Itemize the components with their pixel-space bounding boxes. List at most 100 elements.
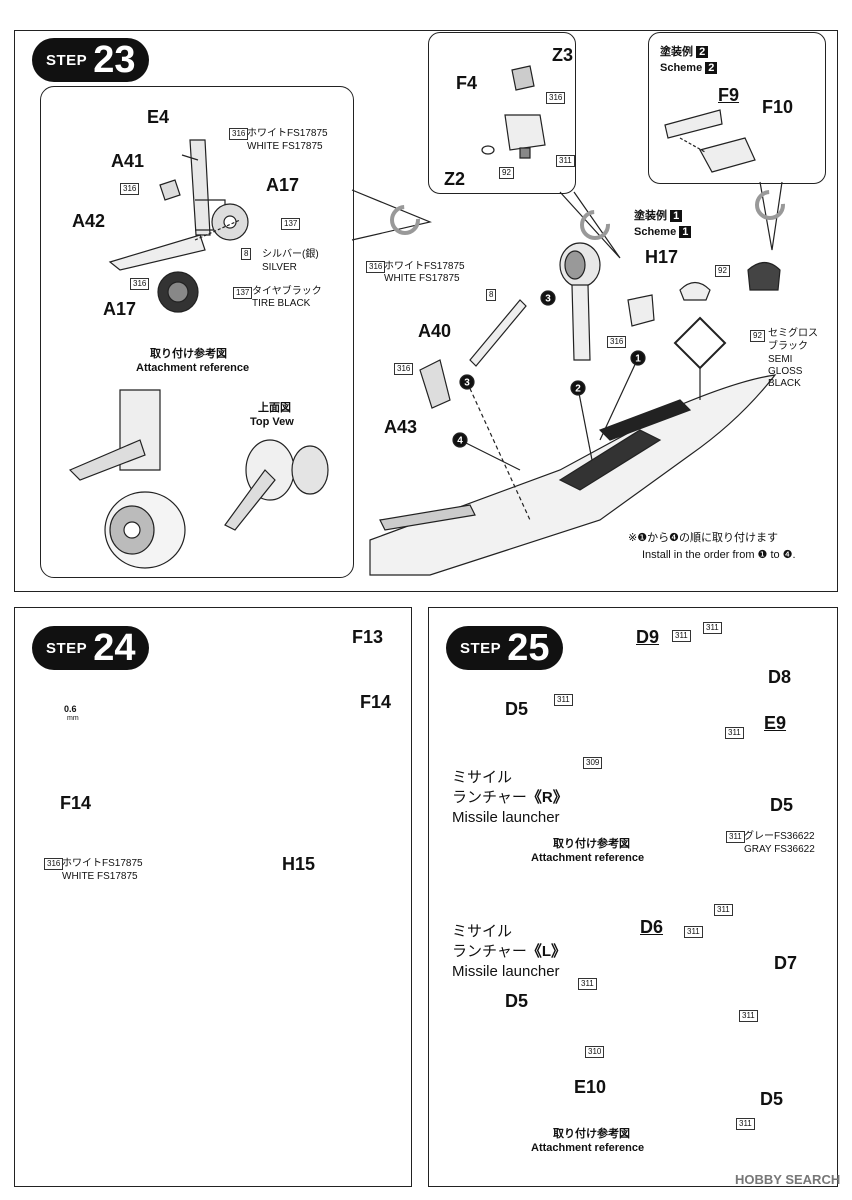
scheme1-jp: 塗装例 1	[634, 210, 683, 223]
paint-code-311: 311	[736, 1118, 755, 1130]
part-f13: F13	[352, 627, 384, 647]
semi-en2: GLOSS	[768, 366, 803, 377]
step24-word: STEP	[46, 639, 88, 657]
scheme2-en: Scheme 2	[660, 62, 718, 75]
top-view-jp: 上面図	[258, 402, 291, 414]
part-e4: E4	[147, 107, 170, 127]
part-a41: A41	[111, 151, 145, 171]
paint-code-137: 137	[281, 218, 301, 230]
step25-tab: STEP 25	[446, 626, 564, 670]
paint-code-309: 309	[583, 757, 603, 769]
paint-code-311: 311	[672, 630, 691, 642]
part-a40: A40	[418, 321, 452, 341]
part-z2: Z2	[444, 169, 466, 189]
part-f4: F4	[456, 73, 478, 93]
paint-code-311: 311	[684, 926, 703, 938]
silver-en: SILVER	[262, 262, 297, 273]
attach-ref-jp: 取り付け参考図	[150, 348, 227, 360]
part-a42: A42	[72, 211, 106, 231]
step23-number: 23	[93, 39, 136, 81]
scheme2-jp: 塗装例 2	[660, 46, 709, 59]
scheme1-num: 1	[670, 210, 683, 222]
step25-word: STEP	[460, 639, 502, 657]
step25-number: 25	[507, 627, 550, 669]
launcher-r-jp1: ミサイル	[452, 769, 513, 786]
part-d5-a: D5	[505, 699, 529, 719]
part-d6: D6	[640, 917, 664, 937]
tire-jp: タイヤブラック	[252, 286, 322, 297]
scheme2-num-en: 2	[705, 62, 718, 74]
order-note-en: Install in the order from ❶ to ❹.	[642, 549, 796, 561]
gear-detail-box	[40, 86, 354, 578]
white-en-2: WHITE FS17875	[384, 273, 460, 284]
launcher-l-jp2: ランチャー《L》	[452, 942, 566, 962]
white-en: WHITE FS17875	[247, 141, 323, 152]
part-a43: A43	[384, 417, 418, 437]
step25-panel	[428, 607, 838, 1187]
drill-unit: mm	[67, 715, 79, 722]
part-d8: D8	[768, 667, 792, 687]
watermark: HOBBY SEARCH	[735, 1172, 841, 1187]
part-h15: H15	[282, 854, 316, 874]
attach-ref-en-r: Attachment reference	[531, 852, 645, 864]
step23-tab: STEP 23	[32, 38, 150, 82]
paint-code-316: 316	[44, 858, 64, 870]
launcher-r-en: Missile launcher	[452, 809, 560, 826]
white-jp: ホワイトFS17875	[247, 128, 328, 139]
paint-code-311: 311	[725, 727, 744, 739]
part-f9: F9	[718, 85, 740, 105]
order-marker: 3	[464, 378, 470, 389]
paint-code-311: 311	[714, 904, 733, 916]
scheme1-en-text: Scheme	[634, 226, 677, 238]
part-f14-right: F14	[360, 692, 392, 712]
part-h17: H17	[645, 247, 679, 267]
paint-code-316: 316	[229, 128, 249, 140]
paint-code-8: 8	[241, 248, 252, 260]
scheme1-en: Scheme 1	[634, 226, 692, 239]
scheme2-en-text: Scheme	[660, 62, 703, 74]
launcher-l-jp1: ミサイル	[452, 923, 513, 940]
order-marker: 3	[545, 294, 551, 305]
order-note-jp: ※❶から❹の順に取り付けます	[628, 532, 778, 544]
paint-code-311: 311	[578, 978, 597, 990]
part-f14-left: F14	[60, 793, 92, 813]
part-d5-b: D5	[770, 795, 794, 815]
paint-code-311: 311	[703, 622, 722, 634]
launcher-r-mark: 《R》	[526, 789, 568, 806]
part-d5-c: D5	[505, 991, 529, 1011]
attach-ref-jp-l: 取り付け参考図	[553, 1128, 630, 1140]
part-a17-bottom: A17	[103, 299, 137, 319]
paint-code-311: 311	[739, 1010, 758, 1022]
f4-detail-box	[428, 32, 576, 194]
part-d9: D9	[636, 627, 660, 647]
paint-code-316: 316	[366, 261, 386, 273]
step23-word: STEP	[46, 51, 88, 69]
paint-code-316: 316	[394, 363, 414, 375]
order-marker: 1	[635, 354, 641, 365]
part-d5-d: D5	[760, 1089, 784, 1109]
part-f10: F10	[762, 97, 794, 117]
part-z3: Z3	[552, 45, 574, 65]
paint-code-316: 316	[546, 92, 566, 104]
paint-code-311: 311	[554, 694, 573, 706]
launcher-l-en: Missile launcher	[452, 963, 560, 980]
part-e9: E9	[764, 713, 787, 733]
tire-en: TIRE BLACK	[252, 298, 311, 309]
paint-code-92: 92	[499, 167, 514, 179]
launcher-r-jp2-text: ランチャー	[452, 789, 527, 806]
attach-ref-en: Attachment reference	[136, 362, 250, 374]
paint-code-92: 92	[750, 330, 765, 342]
attach-ref-jp-r: 取り付け参考図	[553, 838, 630, 850]
part-d7: D7	[774, 953, 798, 973]
semi-jp1: セミグロス	[768, 328, 818, 339]
white-jp-2: ホワイトFS17875	[384, 261, 465, 272]
scheme1-num-en: 1	[679, 226, 692, 238]
scheme1-jp-text: 塗装例	[634, 210, 667, 222]
step24-panel	[14, 607, 412, 1187]
launcher-l-jp2-text: ランチャー	[452, 943, 527, 960]
paint-code-311: 311	[726, 831, 745, 843]
launcher-l-mark: 《L》	[526, 943, 567, 960]
order-marker: 4	[457, 436, 463, 447]
paint-code-310: 310	[585, 1046, 605, 1058]
launcher-r-jp2: ランチャー《R》	[452, 788, 568, 808]
